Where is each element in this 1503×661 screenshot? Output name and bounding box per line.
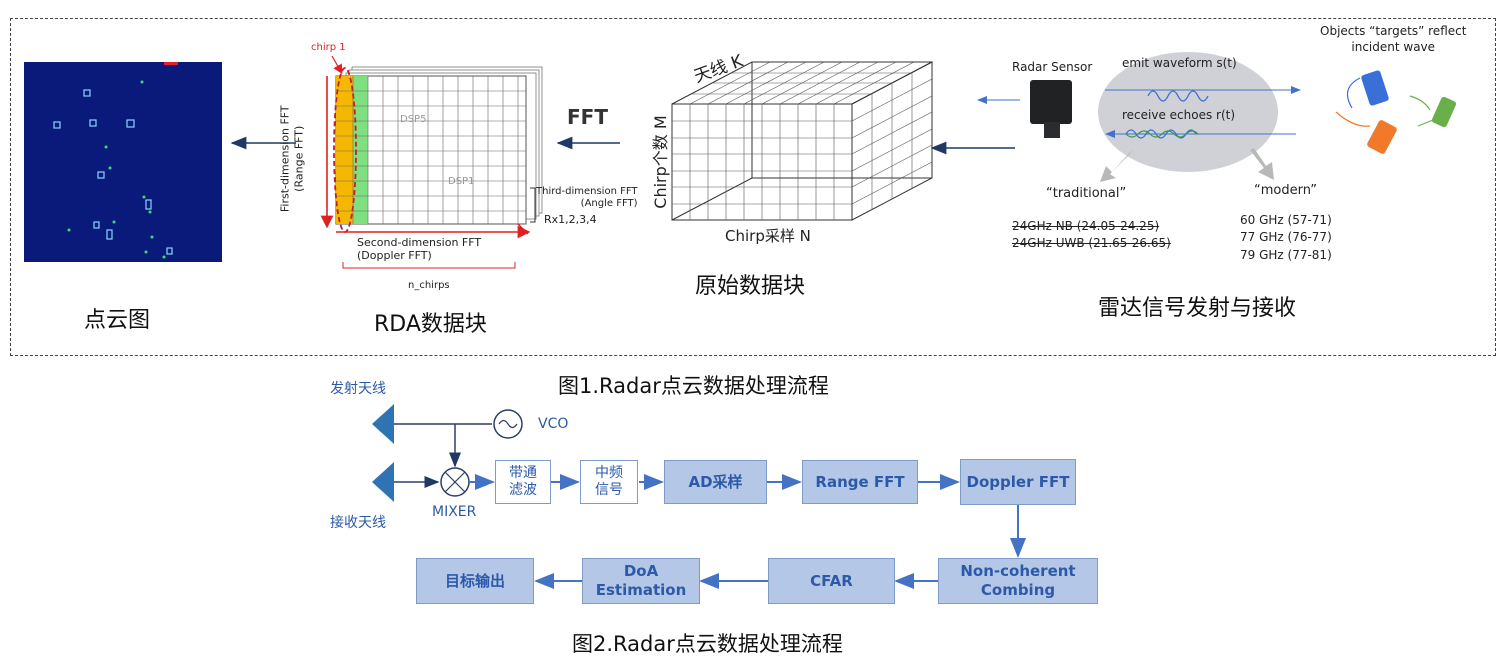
band-item: 60 GHz (57-71) <box>1240 213 1332 227</box>
rda-second-dim-label: Second-dimension FFT (Doppler FFT) <box>357 236 481 262</box>
rda-first-dim-text: First-dimension FFT <box>278 105 292 213</box>
point-cloud-points <box>53 62 178 259</box>
noncoherent-line2: Combing <box>980 581 1056 599</box>
doa-estimation-box: DoA Estimation <box>582 558 700 604</box>
pc-target <box>83 89 91 97</box>
rda-second-dim-text: Second-dimension FFT <box>357 236 482 249</box>
if-signal-line2: 信号 <box>595 482 623 498</box>
point-cloud-label: 点云图 <box>84 308 151 333</box>
mixer-label: MIXER <box>432 504 477 520</box>
bandpass-line1: 带通 <box>509 464 537 481</box>
radar-objects-line2: incident wave <box>1351 39 1436 54</box>
if-signal-box: 中频 信号 <box>580 460 638 504</box>
band-item: 77 GHz (76-77) <box>1240 230 1332 245</box>
band-item: 79 GHz (77-81) <box>1240 247 1332 262</box>
pc-target <box>126 119 135 128</box>
pc-target <box>106 229 113 240</box>
cfar-box: CFAR <box>768 558 895 604</box>
rda-first-dim-label: First-dimension FFT (Range FFT) <box>278 94 306 224</box>
pc-target <box>97 171 105 179</box>
mixer-icon <box>440 467 470 497</box>
raw-block-label: 原始数据块 <box>695 274 806 299</box>
tx-antenna-icon <box>372 404 394 444</box>
radar-objects-label: Objects “targets” reflect incident wave <box>1320 24 1466 55</box>
rda-second-dim-sub: (Doppler FFT) <box>357 249 432 263</box>
target-output-box: 目标输出 <box>416 558 534 604</box>
band-item: 24GHz NB (24.05-24.25) <box>1012 219 1160 233</box>
rda-rx-label: Rx1,2,3,4 <box>544 213 597 226</box>
range-fft-box: Range FFT <box>802 460 918 504</box>
figure1-caption: 图1.Radar点云数据处理流程 <box>558 374 829 398</box>
radar-objects-line1: Objects “targets” reflect <box>1320 24 1467 38</box>
figure1-frame <box>10 18 1496 356</box>
pc-target <box>93 221 100 229</box>
rda-third-dim-label: Third-dimension FFT (Angle FFT) <box>536 186 638 210</box>
doppler-fft-box: Doppler FFT <box>960 459 1076 505</box>
radar-modern-bands: 60 GHz (57-71) 77 GHz (76-77) 79 GHz (77… <box>1240 212 1332 264</box>
radar-sensor-label: Radar Sensor <box>1012 60 1093 74</box>
radar-modern-label: “modern” <box>1254 183 1317 198</box>
noncoherent-combing-box: Non-coherent Combing <box>938 558 1098 604</box>
band-item: 24GHz UWB (21.65-26.65) <box>1012 236 1171 251</box>
rda-first-dim-sub: (Range FFT) <box>292 125 305 192</box>
vco-icon <box>493 409 523 439</box>
pc-target <box>89 119 97 127</box>
doa-line1: DoA <box>623 562 659 581</box>
bandpass-filter-box: 带通 滤波 <box>495 460 551 504</box>
pc-target <box>145 199 152 210</box>
raw-chirp-count-label: Chirp个数 M <box>651 115 670 209</box>
figure2-caption: 图2.Radar点云数据处理流程 <box>572 632 843 656</box>
raw-chirp-samples-label: Chirp采样 N <box>725 227 811 245</box>
bandpass-line2: 滤波 <box>509 482 537 498</box>
rda-label: RDA数据块 <box>374 312 487 337</box>
ad-sampling-box: AD采样 <box>664 460 767 504</box>
radar-traditional-bands: 24GHz NB (24.05-24.25) 24GHz UWB (21.65-… <box>1012 218 1171 253</box>
radar-receive-label: receive echoes r(t) <box>1122 108 1236 122</box>
rx-antenna-label: 接收天线 <box>330 515 386 531</box>
rda-third-dim-sub: (Angle FFT) <box>580 198 638 209</box>
pc-target <box>166 247 173 255</box>
radar-traditional-label: “traditional” <box>1046 186 1127 201</box>
pc-target <box>53 121 61 129</box>
rda-n-chirps-label: n_chirps <box>408 280 450 291</box>
radar-emit-label: emit waveform s(t) <box>1122 56 1237 70</box>
rx-antenna-icon <box>372 462 394 502</box>
point-cloud-image <box>24 62 222 262</box>
tx-antenna-label: 发射天线 <box>330 381 386 397</box>
if-signal-line1: 中频 <box>595 464 623 481</box>
radar-label: 雷达信号发射与接收 <box>1098 296 1297 321</box>
noncoherent-line1: Non-coherent <box>960 562 1076 581</box>
fft-label: FFT <box>567 105 608 129</box>
rda-third-dim-text: Third-dimension FFT <box>536 186 638 197</box>
vco-label: VCO <box>538 416 569 432</box>
doa-line2: Estimation <box>595 581 687 599</box>
rda-chirp1-label: chirp 1 <box>311 42 346 53</box>
